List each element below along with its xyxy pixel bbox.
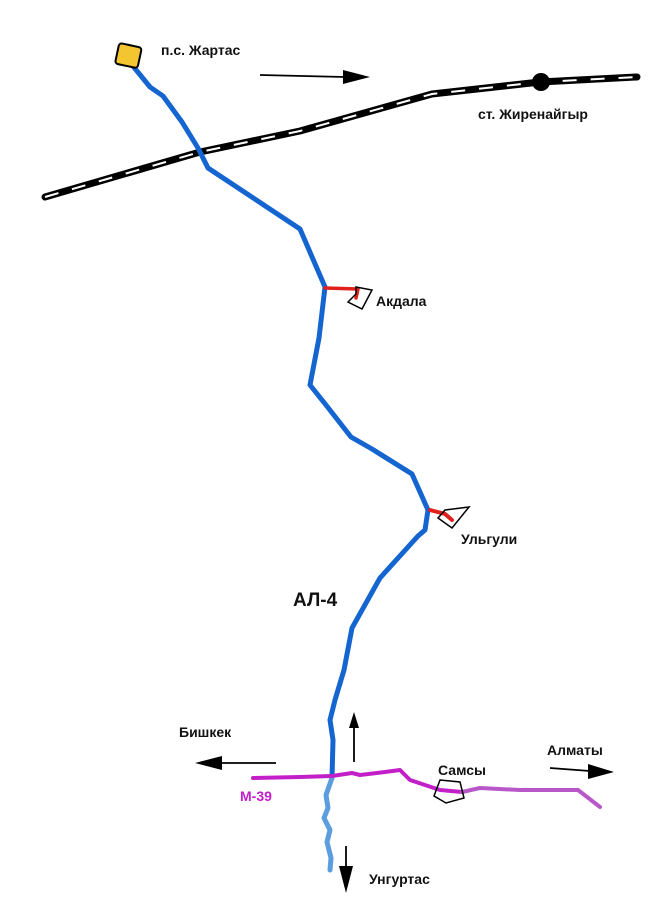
village-outline-ulguli (436, 506, 471, 530)
label-start-point: п.с. Жартас (161, 42, 241, 58)
label-city-almaty: Алматы (547, 742, 603, 758)
direction-arrow-east (259, 70, 370, 84)
road-m39-east (460, 786, 602, 809)
label-village-akdala: Акдала (376, 293, 427, 309)
label-city-bishkek: Бишкек (179, 724, 232, 740)
direction-arrow-south (339, 846, 353, 893)
road-m39 (251, 768, 464, 794)
direction-arrow-almaty (549, 764, 614, 779)
label-village-samsy: Самсы (438, 762, 486, 778)
label-road-m39: М-39 (240, 788, 272, 804)
village-outline-samsy (433, 779, 465, 804)
station-marker (532, 73, 550, 91)
label-village-ulguli: Ульгули (461, 531, 517, 547)
substation-marker (114, 42, 143, 69)
label-station: ст. Жиренайгыр (478, 106, 588, 122)
route-al4 (125, 57, 431, 781)
route-south-ungurtas (321, 775, 335, 873)
access-road-akdala (323, 286, 360, 300)
label-village-ungurtas: Унгуртас (369, 871, 430, 887)
label-road-al4: АЛ-4 (293, 590, 338, 611)
railway-line (41, 73, 641, 201)
direction-arrow-west (195, 756, 276, 770)
access-road-ulguli (428, 508, 454, 522)
village-outline-akdala (346, 286, 374, 310)
direction-arrow-north (349, 712, 359, 762)
